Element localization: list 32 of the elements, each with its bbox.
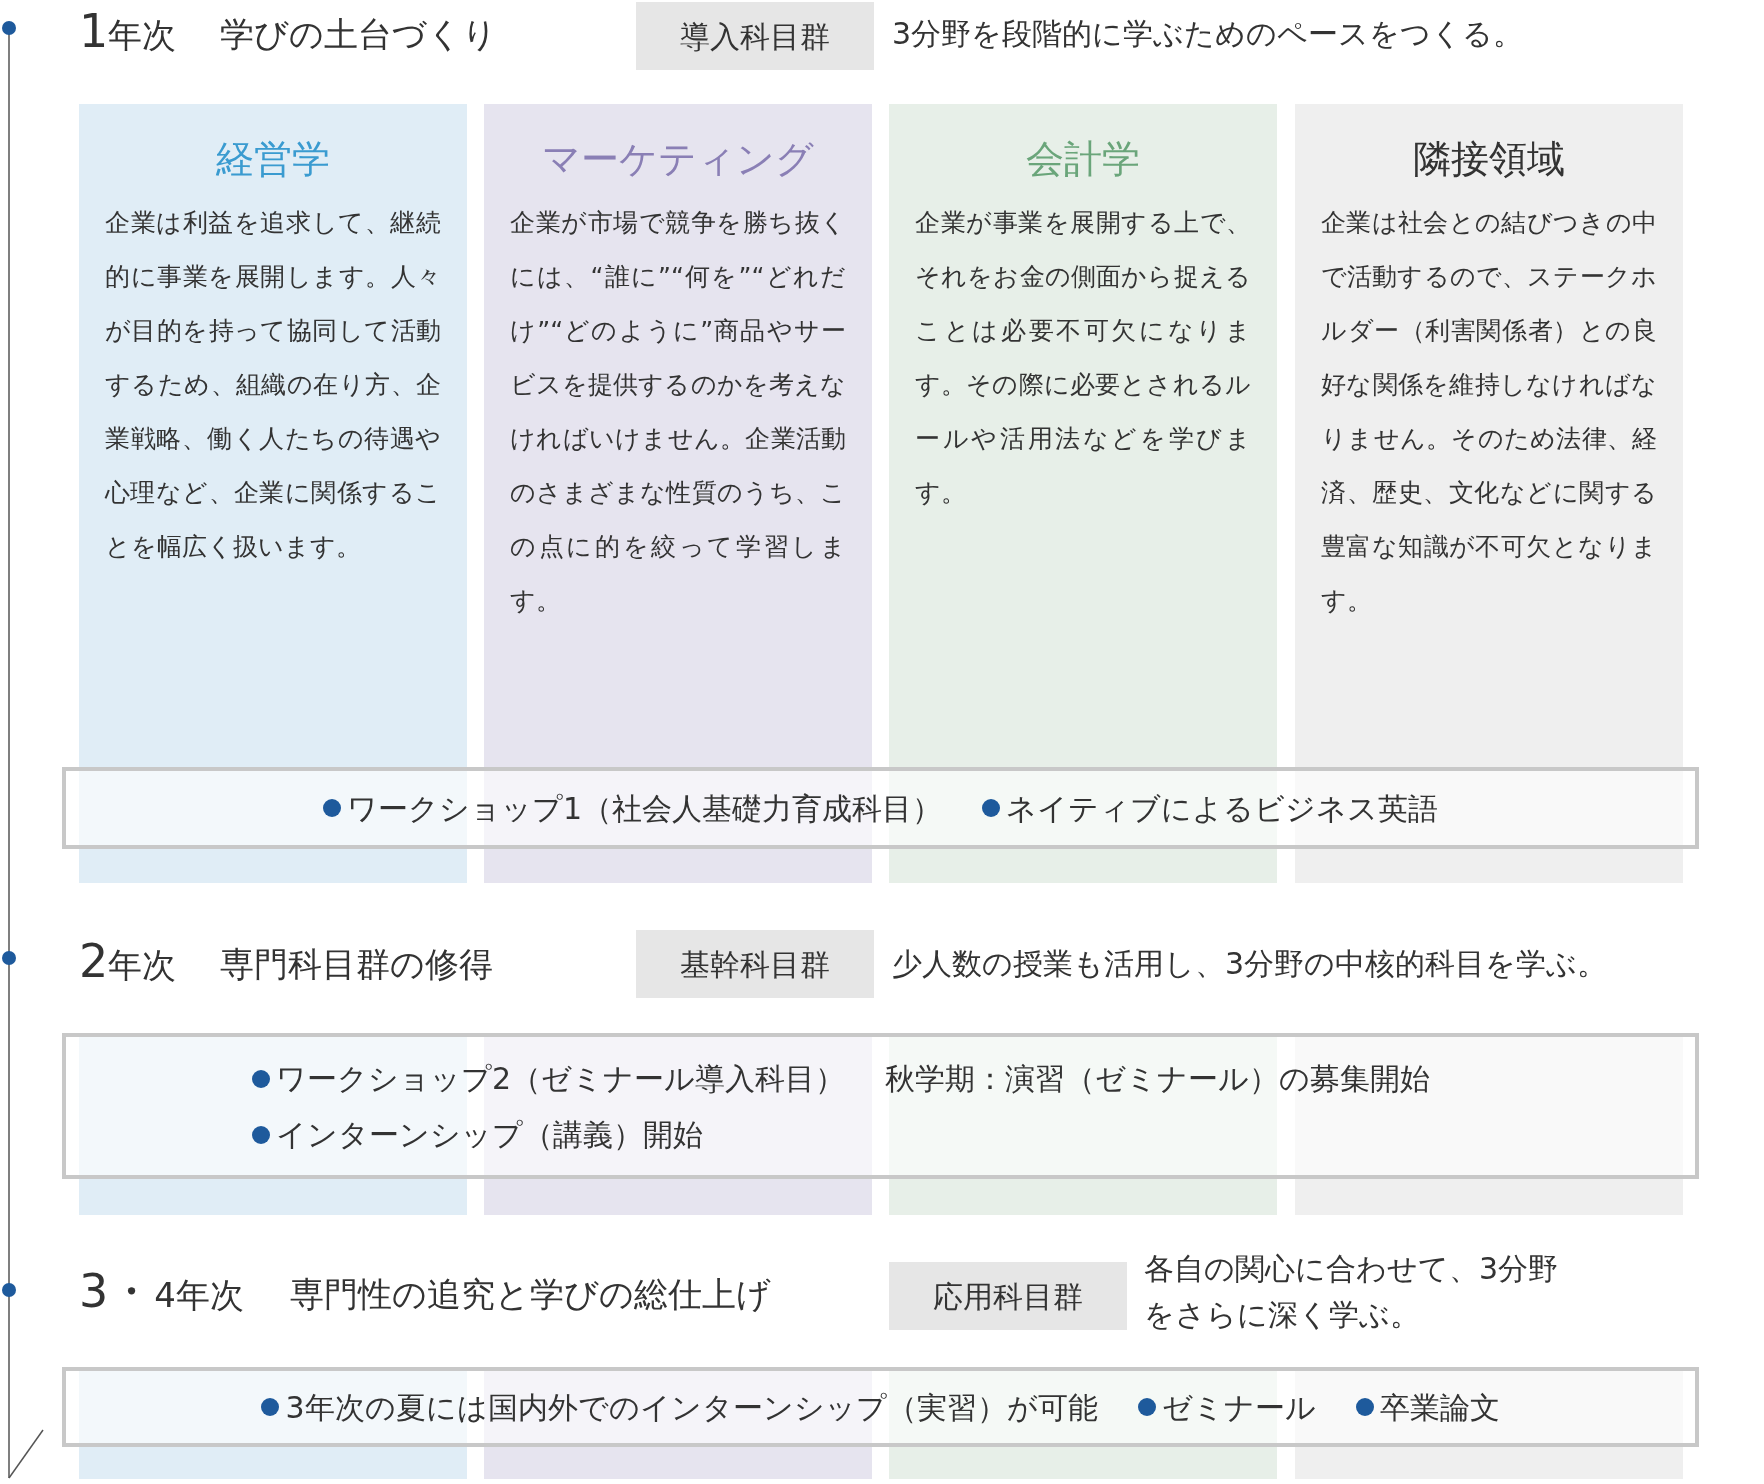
column-description: 企業が市場で競争を勝ち抜くには、“誰に”“何を”“どれだけ”“どのように”商品やサービスを提供するのかを考えなければいけません。企業活動のさまざまな性質のうち、この点に的を絞って学習します。 bbox=[510, 207, 846, 617]
year-label: 1年次 bbox=[79, 6, 177, 60]
bullet-text: ワークショップ2（ゼミナール導入科目） bbox=[276, 1060, 846, 1098]
activity-box bbox=[62, 767, 1699, 849]
course-group-tag: 導入科目群 bbox=[636, 2, 874, 70]
bullet-text: ゼミナール bbox=[1161, 1388, 1316, 1427]
stage-description: 少人数の授業も活用し、3分野の中核的科目を学ぶ。 bbox=[892, 945, 1608, 983]
stage-description: 各自の関心に合わせて、3分野をさらに深く学ぶ。 bbox=[1144, 1250, 1560, 1334]
activity-box bbox=[62, 1033, 1699, 1179]
stage-description: 3分野を段階的に学ぶためのペースをつくる。 bbox=[892, 15, 1524, 53]
subject-column bbox=[79, 104, 467, 883]
column-description: 企業は利益を追求して、継続的に事業を展開します。人々が目的を持って協同して活動するため、組織の在り方、企業戦略、働く人たちの待遇や心理など、企業に関係することを幅広く扱います。 bbox=[105, 207, 441, 563]
column-title: 会計学 bbox=[1025, 136, 1141, 183]
column-title: マーケティング bbox=[541, 136, 815, 183]
activity-box bbox=[62, 1367, 1699, 1447]
stage-heading: 学びの土台づくり bbox=[220, 13, 497, 56]
bullet-text: インターンシップ（講義）開始 bbox=[276, 1116, 703, 1154]
bullet-text: 卒業論文 bbox=[1379, 1388, 1500, 1427]
stage-heading: 専門科目群の修得 bbox=[220, 943, 493, 986]
column-title: 経営学 bbox=[215, 136, 331, 183]
column-title: 隣接領域 bbox=[1412, 136, 1566, 183]
course-group-tag: 応用科目群 bbox=[889, 1262, 1127, 1330]
column-description: 企業が事業を展開する上で、それをお金の側面から捉えることは必要不可欠になります。その際に必要とされるルールや活用法などを学びます。 bbox=[915, 207, 1251, 509]
course-group-tag: 基幹科目群 bbox=[636, 930, 874, 998]
bullet-text: ワークショップ1（社会人基礎力育成科目） bbox=[346, 789, 943, 828]
note-text: 秋学期：演習（ゼミナール）の募集開始 bbox=[885, 1060, 1431, 1098]
column-description: 企業は社会との結びつきの中で活動するので、ステークホルダー（利害関係者）との良好な関係を維持しなければなりません。そのため法律、経済、歴史、文化などに関する豊富な知識が不可欠となります。 bbox=[1321, 207, 1657, 617]
stage-heading: 専門性の追究と学びの総仕上げ bbox=[290, 1273, 771, 1316]
year-label: 3・4年次 bbox=[79, 1266, 244, 1320]
bullet-text: 3年次の夏には国内外でのインターンシップ（実習）が可能 bbox=[285, 1388, 1098, 1427]
bullet-text: ネイティブによるビジネス英語 bbox=[1006, 789, 1439, 828]
year-label: 2年次 bbox=[79, 936, 177, 990]
